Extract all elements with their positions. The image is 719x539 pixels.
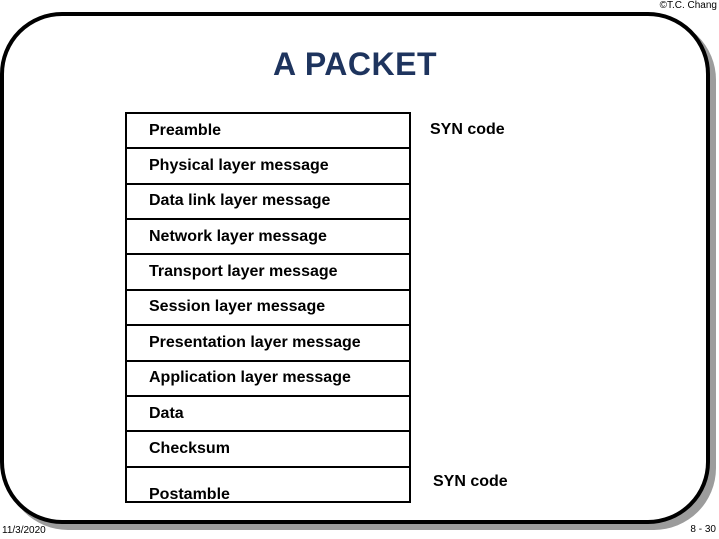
packet-field-label: Transport layer message — [149, 263, 338, 281]
packet-field-label: Data link layer message — [149, 192, 331, 210]
packet-field-label: Preamble — [149, 121, 222, 139]
packet-field-row-datalink: Data link layer message — [127, 182, 409, 218]
footer-page-number: 8 - 30 — [690, 524, 716, 535]
packet-field-label: Checksum — [149, 439, 230, 457]
packet-field-row-application: Application layer message — [127, 359, 409, 395]
packet-field-label: Data — [149, 404, 184, 422]
packet-field-row-data: Data — [127, 394, 409, 430]
packet-field-row-presentation: Presentation layer message — [127, 324, 409, 359]
packet-field-row-network: Network layer message — [127, 218, 409, 253]
packet-field-row-physical: Physical layer message — [127, 147, 409, 182]
packet-field-row-postamble: Postamble — [127, 465, 409, 501]
packet-field-label: Session layer message — [149, 298, 326, 316]
packet-field-row-session: Session layer message — [127, 288, 409, 324]
syn-code-label-top: SYN code — [430, 121, 505, 138]
syn-code-label-bottom: SYN code — [433, 473, 508, 490]
packet-structure-diagram: Preamble Physical layer message Data lin… — [125, 112, 411, 503]
packet-field-label: Presentation layer message — [149, 333, 361, 351]
footer-date: 11/3/2020 — [2, 525, 46, 536]
packet-field-label: Postamble — [149, 485, 230, 501]
slide-title: A PACKET — [273, 46, 437, 82]
copyright-text: ©T.C. Chang — [659, 0, 717, 11]
packet-field-row-checksum: Checksum — [127, 430, 409, 465]
packet-field-label: Application layer message — [149, 369, 351, 387]
packet-field-label: Physical layer message — [149, 157, 329, 175]
packet-field-label: Network layer message — [149, 227, 327, 245]
packet-field-row-transport: Transport layer message — [127, 253, 409, 288]
packet-field-row-preamble: Preamble — [127, 114, 409, 147]
